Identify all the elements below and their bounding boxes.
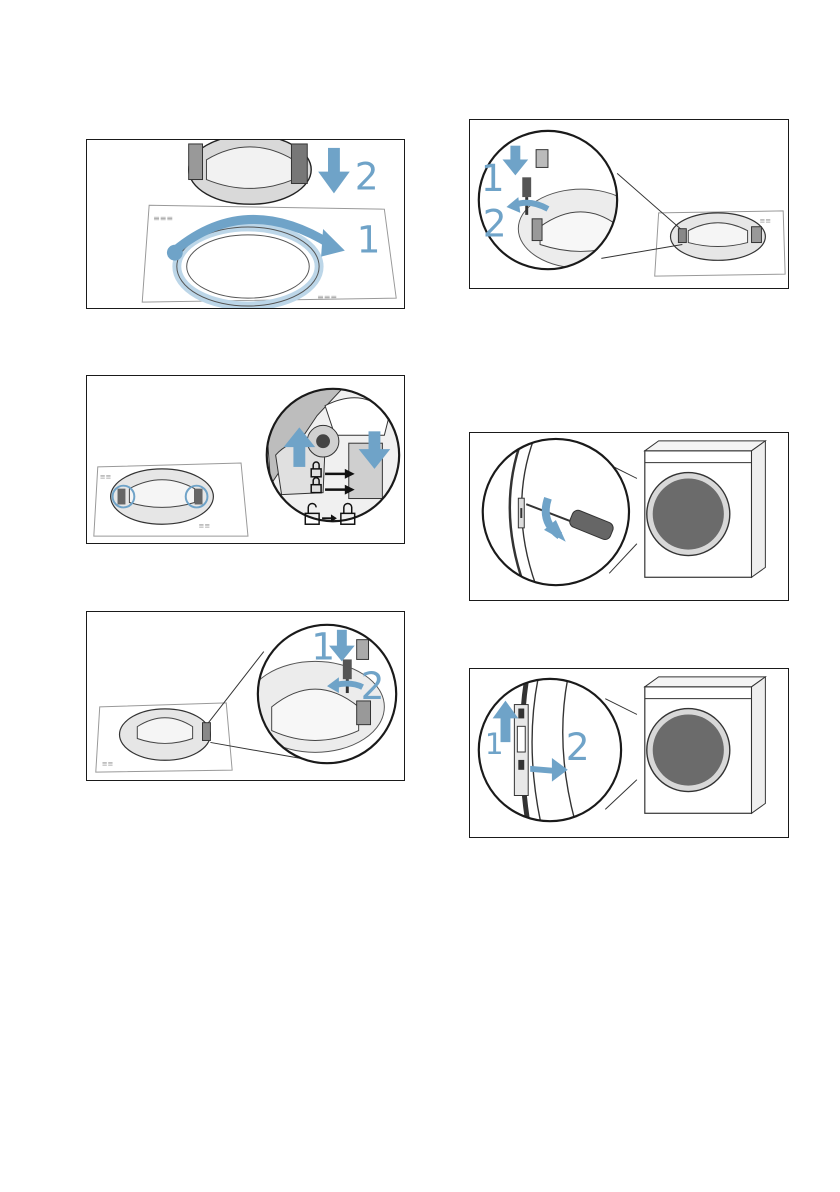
- svg-text:≡≡≡: ≡≡≡: [317, 293, 337, 302]
- svg-text:≡≡: ≡≡: [199, 522, 211, 530]
- dryer-illustration: 1 2: [470, 669, 788, 837]
- svg-text:≡≡≡: ≡≡≡: [153, 214, 173, 223]
- hinge-illustration: ≡≡ 1 2: [470, 120, 788, 288]
- step-number-1: 1: [311, 624, 335, 668]
- lock-illustration: ≡≡ ≡≡: [87, 376, 404, 543]
- step-number-1: 1: [481, 156, 505, 200]
- figure-lock-mechanism: ≡≡ ≡≡: [86, 375, 405, 544]
- svg-text:≡≡: ≡≡: [102, 760, 114, 768]
- figure-ring-removal: ≡≡≡ ≡≡≡ 2 1: [86, 139, 405, 309]
- step-number-2: 2: [361, 664, 385, 708]
- step-number-2: 2: [355, 154, 379, 198]
- figure-screwdriver-dryer: [469, 432, 789, 601]
- step-number-2: 2: [483, 202, 507, 246]
- figure-hinge-screw-left: ≡≡ 1 2: [86, 611, 405, 781]
- svg-text:≡≡: ≡≡: [759, 217, 771, 225]
- hinge-illustration: ≡≡ 1 2: [87, 612, 404, 780]
- step-number-1: 1: [357, 218, 381, 262]
- dryer-illustration: [470, 433, 788, 600]
- step-number-1: 1: [485, 726, 504, 761]
- figure-hinge-screw-right: ≡≡ 1 2: [469, 119, 789, 289]
- figure-hinge-dryer: 1 2: [469, 668, 789, 838]
- step-number-2: 2: [566, 725, 590, 769]
- ring-illustration: ≡≡≡ ≡≡≡ 2 1: [87, 140, 404, 308]
- svg-text:≡≡: ≡≡: [100, 473, 112, 481]
